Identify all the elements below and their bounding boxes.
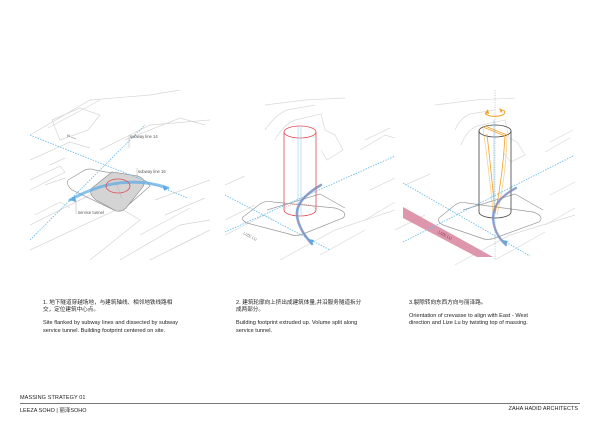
north-label: N [67, 133, 70, 138]
caption-step-2-chinese: 2. 建筑轮廓向上挤出成建筑体量,并沿服务隧道拆分成两部分。 [236, 300, 362, 314]
twisted-crevasse [482, 125, 508, 216]
context-streets [395, 97, 575, 266]
building-center-marker [105, 178, 131, 194]
twist-rotation-icon [484, 109, 506, 117]
caption-step-3-chinese: 3.裂隙转向东西方向与丽泽路。 [409, 300, 487, 306]
diagram-site-analysis: N subway line 14 subway line 16 service … [30, 90, 210, 260]
caption-step-3-english: Orientation of crevasse to align with Ea… [409, 313, 528, 327]
diagram-twist: LIZE LU [395, 90, 575, 266]
caption-step-1: 1. 地下隧道穿越场地，与建筑轴线、相邻地铁线路相交，定位建筑中心点。 Site… [43, 300, 178, 335]
sheet-title: MASSING STRATEGY 01 [20, 395, 86, 401]
context-streets [225, 97, 395, 260]
context-streets [30, 90, 210, 260]
project-name: LEEZA SOHO | 丽泽SOHO [20, 408, 87, 414]
subway-line-dashed-1 [402, 182, 531, 257]
subway-line-dashed-1 [225, 194, 331, 251]
footer-divider [20, 403, 580, 404]
label-service-tunnel: service tunnel [78, 210, 104, 215]
lize-lu-road [403, 207, 493, 257]
site-boundary [242, 193, 346, 236]
caption-step-2-english: Building footprint extruded up. Volume s… [236, 320, 358, 334]
label-subway-16: subway line 16 [138, 169, 166, 174]
service-tunnel [68, 180, 170, 202]
diagram-extrusion: LIZE LU [225, 97, 395, 260]
street-label-lize-lu: LIZE LU [438, 229, 453, 240]
subway-line-14 [30, 124, 146, 241]
street-label-lize-lu: LIZE LU [243, 230, 258, 241]
building-footprint [90, 171, 145, 212]
caption-step-1-english: Site flanked by subway lines and dissect… [43, 320, 178, 334]
site-boundary [438, 193, 544, 240]
site-boundary [67, 168, 151, 211]
north-arrow-icon [70, 136, 77, 140]
twisted-massing [478, 124, 512, 219]
caption-step-3: 3.裂隙转向东西方向与丽泽路。 Orientation of crevasse … [409, 300, 549, 328]
caption-step-2: 2. 建筑轮廓向上挤出成建筑体量,并沿服务隧道拆分成两部分。 Building … [236, 300, 366, 335]
subway-line-dashed-2 [402, 155, 574, 243]
label-subway-14: subway line 14 [130, 134, 158, 139]
caption-step-1-chinese: 1. 地下隧道穿越场地，与建筑轴线、相邻地铁线路相交，定位建筑中心点。 [43, 300, 173, 314]
firm-name: ZAHA HADID ARCHITECTS [508, 406, 578, 412]
extruded-massing [283, 125, 317, 217]
